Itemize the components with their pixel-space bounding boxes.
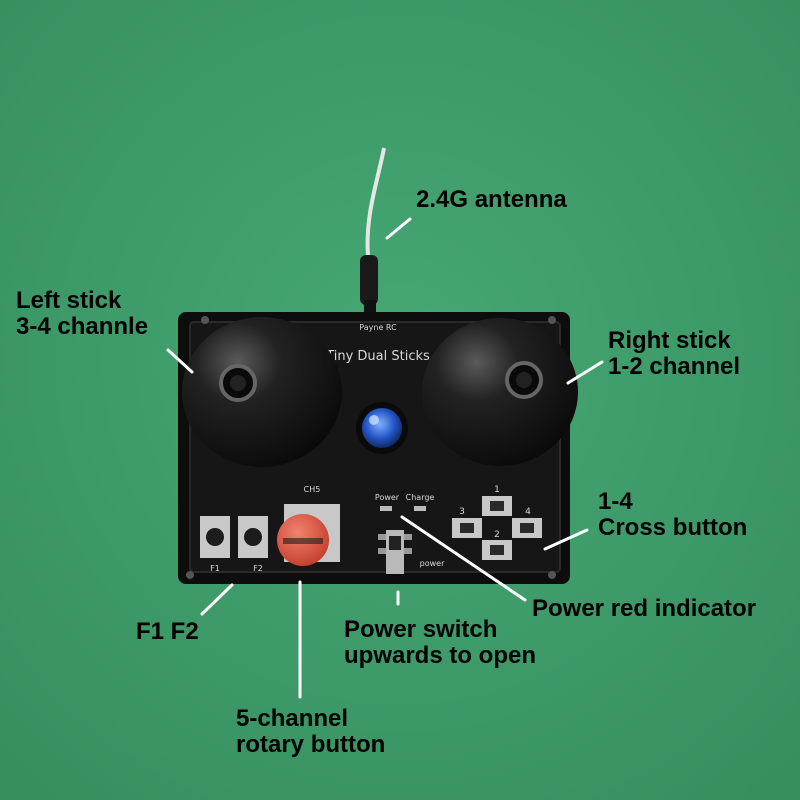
cross-button-1 <box>482 496 512 516</box>
f2-button <box>238 516 268 558</box>
blue-led <box>356 402 408 454</box>
left-stick <box>182 317 342 467</box>
right-stick-label-line2: 1-2 channel <box>608 353 741 380</box>
pointer-power-indicator <box>400 515 527 602</box>
rotary-knob <box>277 504 340 566</box>
left-stick-label: Left stick 3-4 channle <box>16 288 148 340</box>
right-stick-label: Right stick 1-2 channel <box>608 328 740 380</box>
power-indicator-label: Power red indicator <box>532 596 756 622</box>
antenna-label: 2.4G antenna <box>416 187 567 213</box>
right-stick <box>422 318 578 466</box>
left-stick-label-line2: 3-4 channle <box>16 313 149 340</box>
btn3-silkscreen: 3 <box>459 507 465 517</box>
antenna <box>360 147 386 322</box>
btn2-silkscreen: 2 <box>494 530 500 540</box>
power-silkscreen: Power <box>375 493 400 502</box>
pointer-antenna <box>385 217 412 240</box>
cross-button-2 <box>482 540 512 560</box>
f1-button <box>200 516 230 558</box>
pointer-cross-button <box>543 528 589 551</box>
rotary-label: 5-channel rotary button <box>236 706 385 758</box>
charge-led <box>414 506 426 511</box>
left-stick-label-line1: Left stick <box>16 287 122 314</box>
pointer-right-stick <box>566 360 604 385</box>
right-stick-label-line1: Right stick <box>608 327 731 354</box>
f-buttons-label-line1: F1 F2 <box>136 618 199 645</box>
rotary-label-line1: 5-channel <box>236 705 349 732</box>
f-buttons-label: F1 F2 <box>136 619 199 645</box>
cross-button-3 <box>452 518 482 538</box>
brand-silkscreen: Payne RC <box>359 323 397 332</box>
cross-button-label: 1-4 Cross button <box>598 489 747 541</box>
btn4-silkscreen: 4 <box>525 507 531 517</box>
charge-silkscreen: Charge <box>406 493 435 502</box>
power-switch-label-line2: upwards to open <box>344 642 536 669</box>
f2-silkscreen: F2 <box>253 564 263 573</box>
power-led <box>380 506 392 511</box>
ch5-silkscreen: CH5 <box>304 485 321 494</box>
cross-button-4 <box>512 518 542 538</box>
power-indicator-label-line1: Power red indicator <box>532 595 757 622</box>
power-switch-label-line1: Power switch <box>344 616 498 643</box>
power-switch-label: Power switch upwards to open <box>344 617 536 669</box>
btn1-silkscreen: 1 <box>494 485 500 495</box>
power-switch <box>378 530 412 574</box>
rotary-label-line2: rotary button <box>236 731 386 758</box>
switch-silkscreen: power <box>420 559 445 568</box>
cross-button-label-line1: 1-4 <box>598 488 633 515</box>
title-silkscreen: Tiny Dual Sticks <box>325 349 430 364</box>
pointer-f-buttons <box>200 583 234 616</box>
pointer-left-stick <box>166 348 194 374</box>
f1-silkscreen: F1 <box>210 564 220 573</box>
pointer-lines <box>166 217 604 699</box>
cross-button-label-line2: Cross button <box>598 514 748 541</box>
antenna-label-line1: 2.4G antenna <box>416 186 567 213</box>
